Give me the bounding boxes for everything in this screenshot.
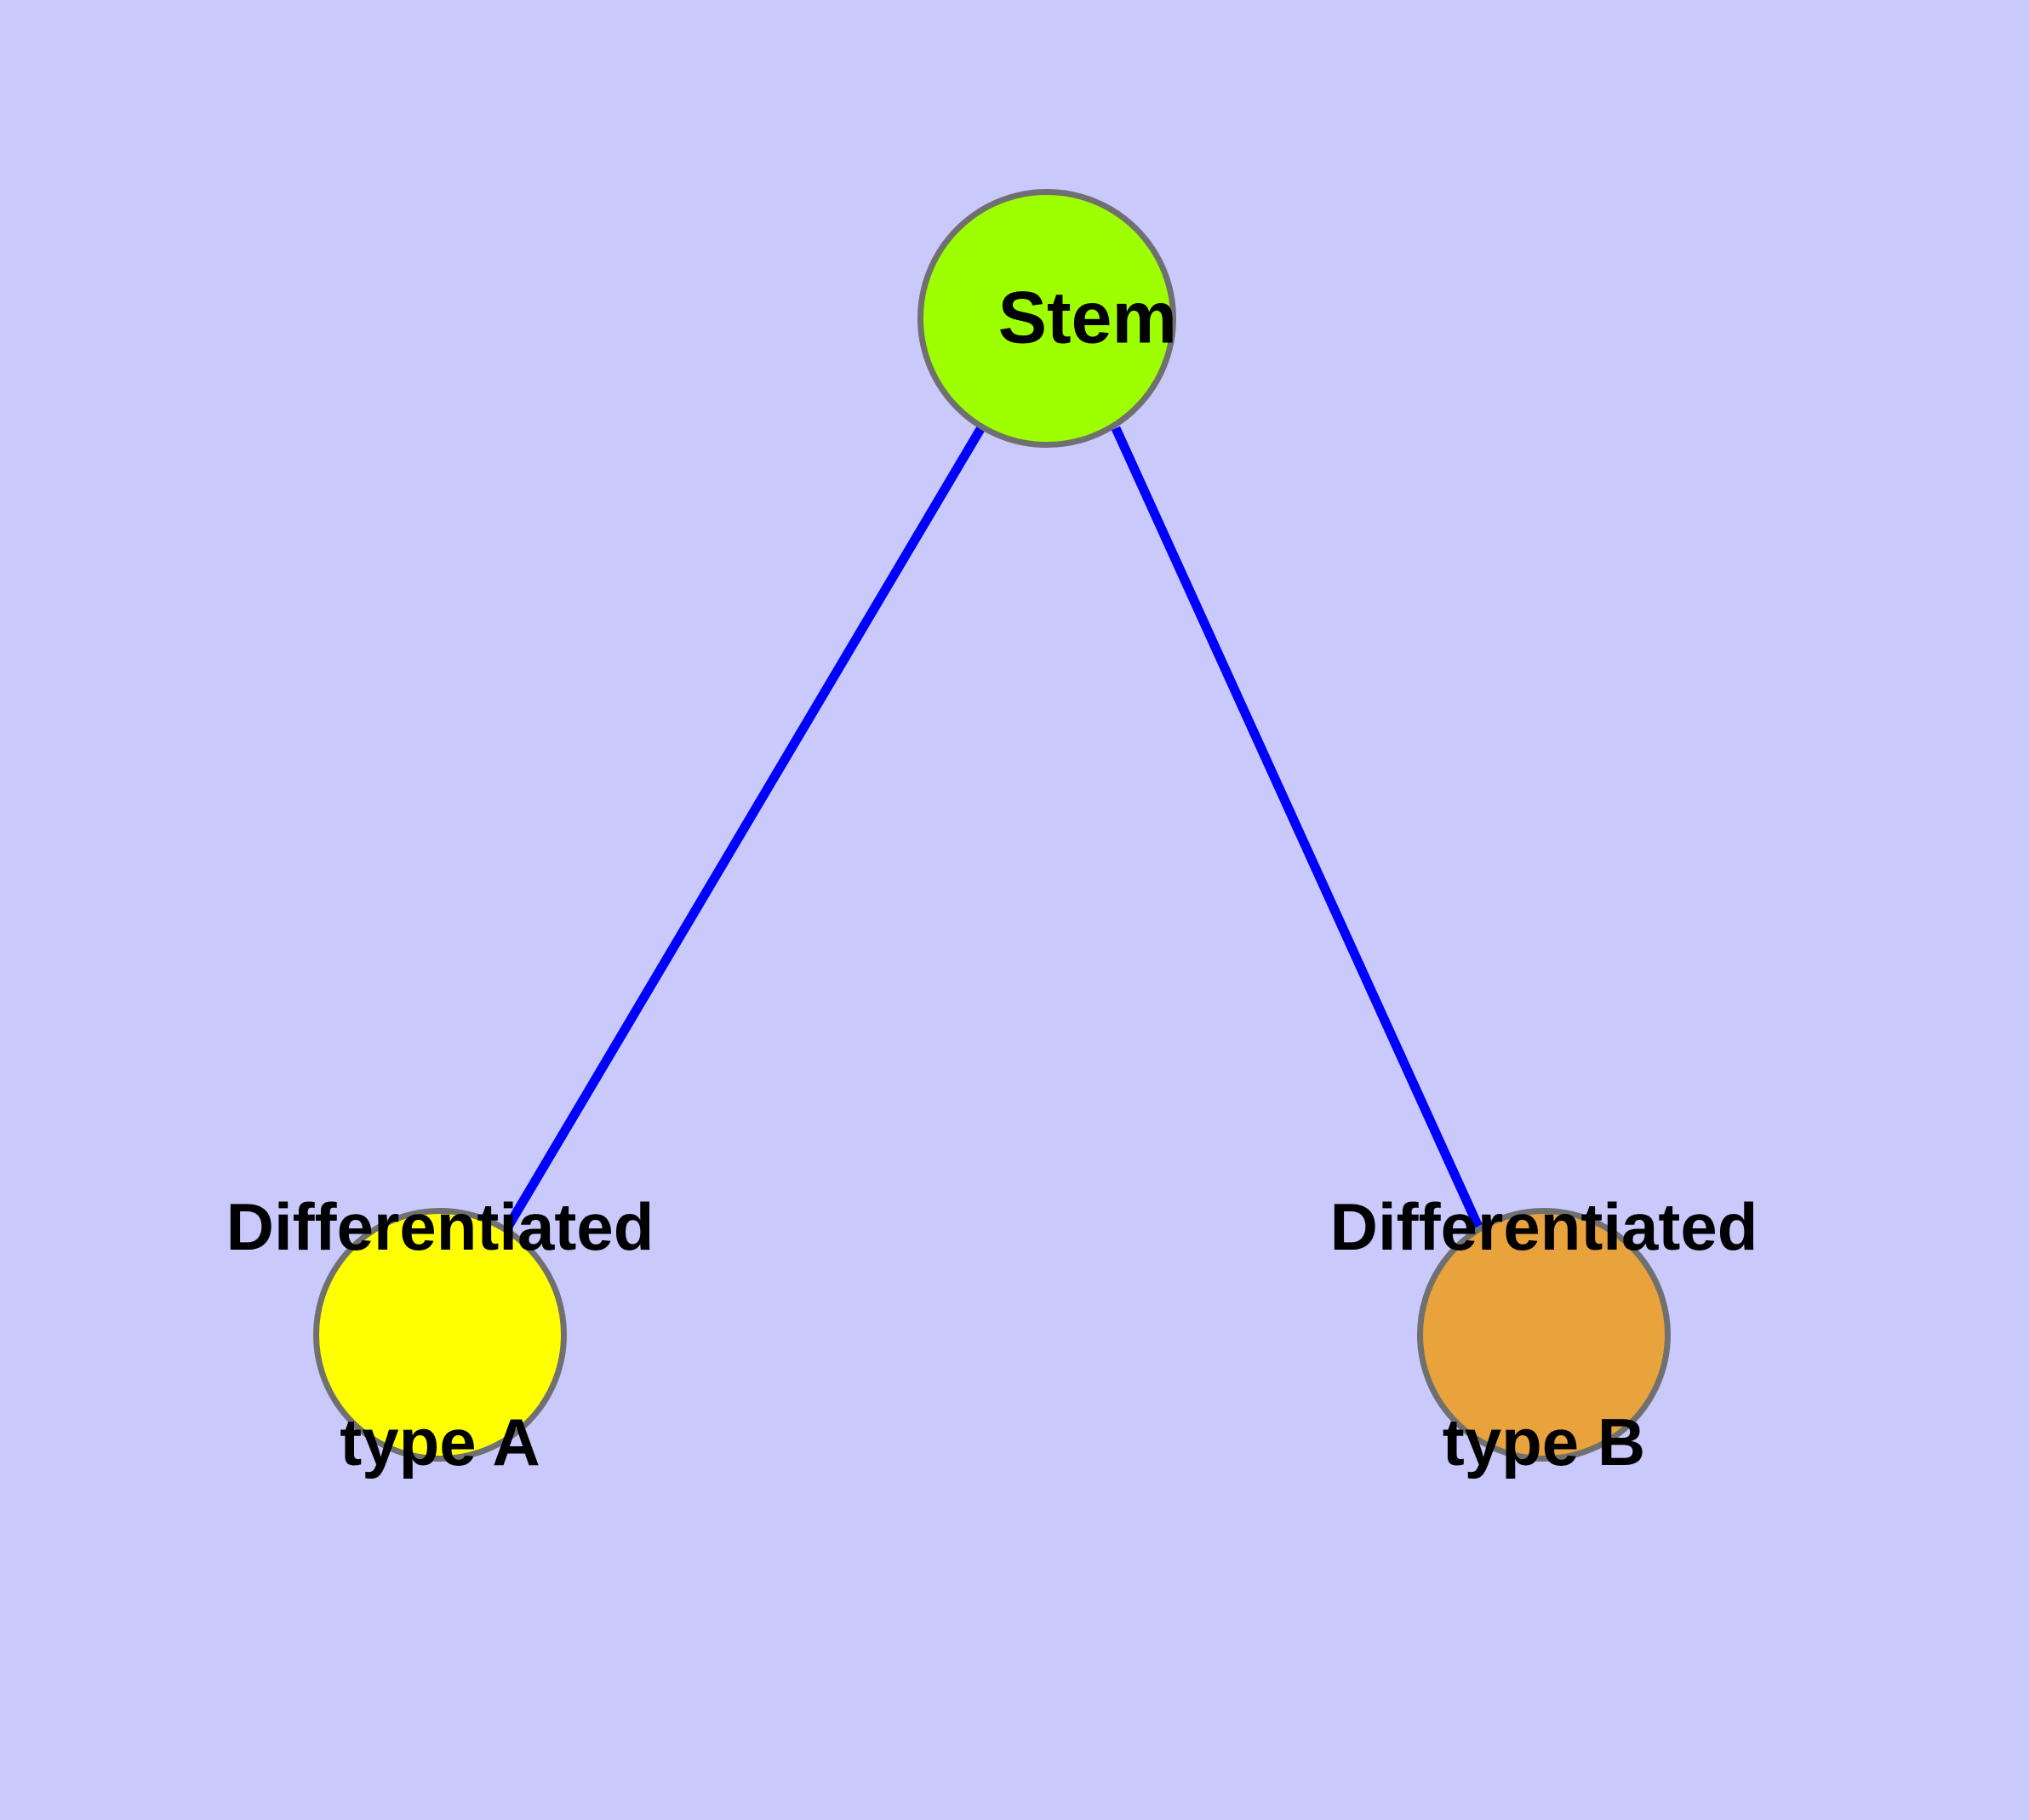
node-differentiated-type-a[interactable] <box>313 1208 567 1462</box>
edge-stem-to-differentiated-type-b <box>1111 426 1483 1229</box>
edge-stem-to-differentiated-type-a <box>504 426 985 1229</box>
node-stem[interactable] <box>917 189 1176 448</box>
node-differentiated-type-b[interactable] <box>1417 1208 1671 1462</box>
